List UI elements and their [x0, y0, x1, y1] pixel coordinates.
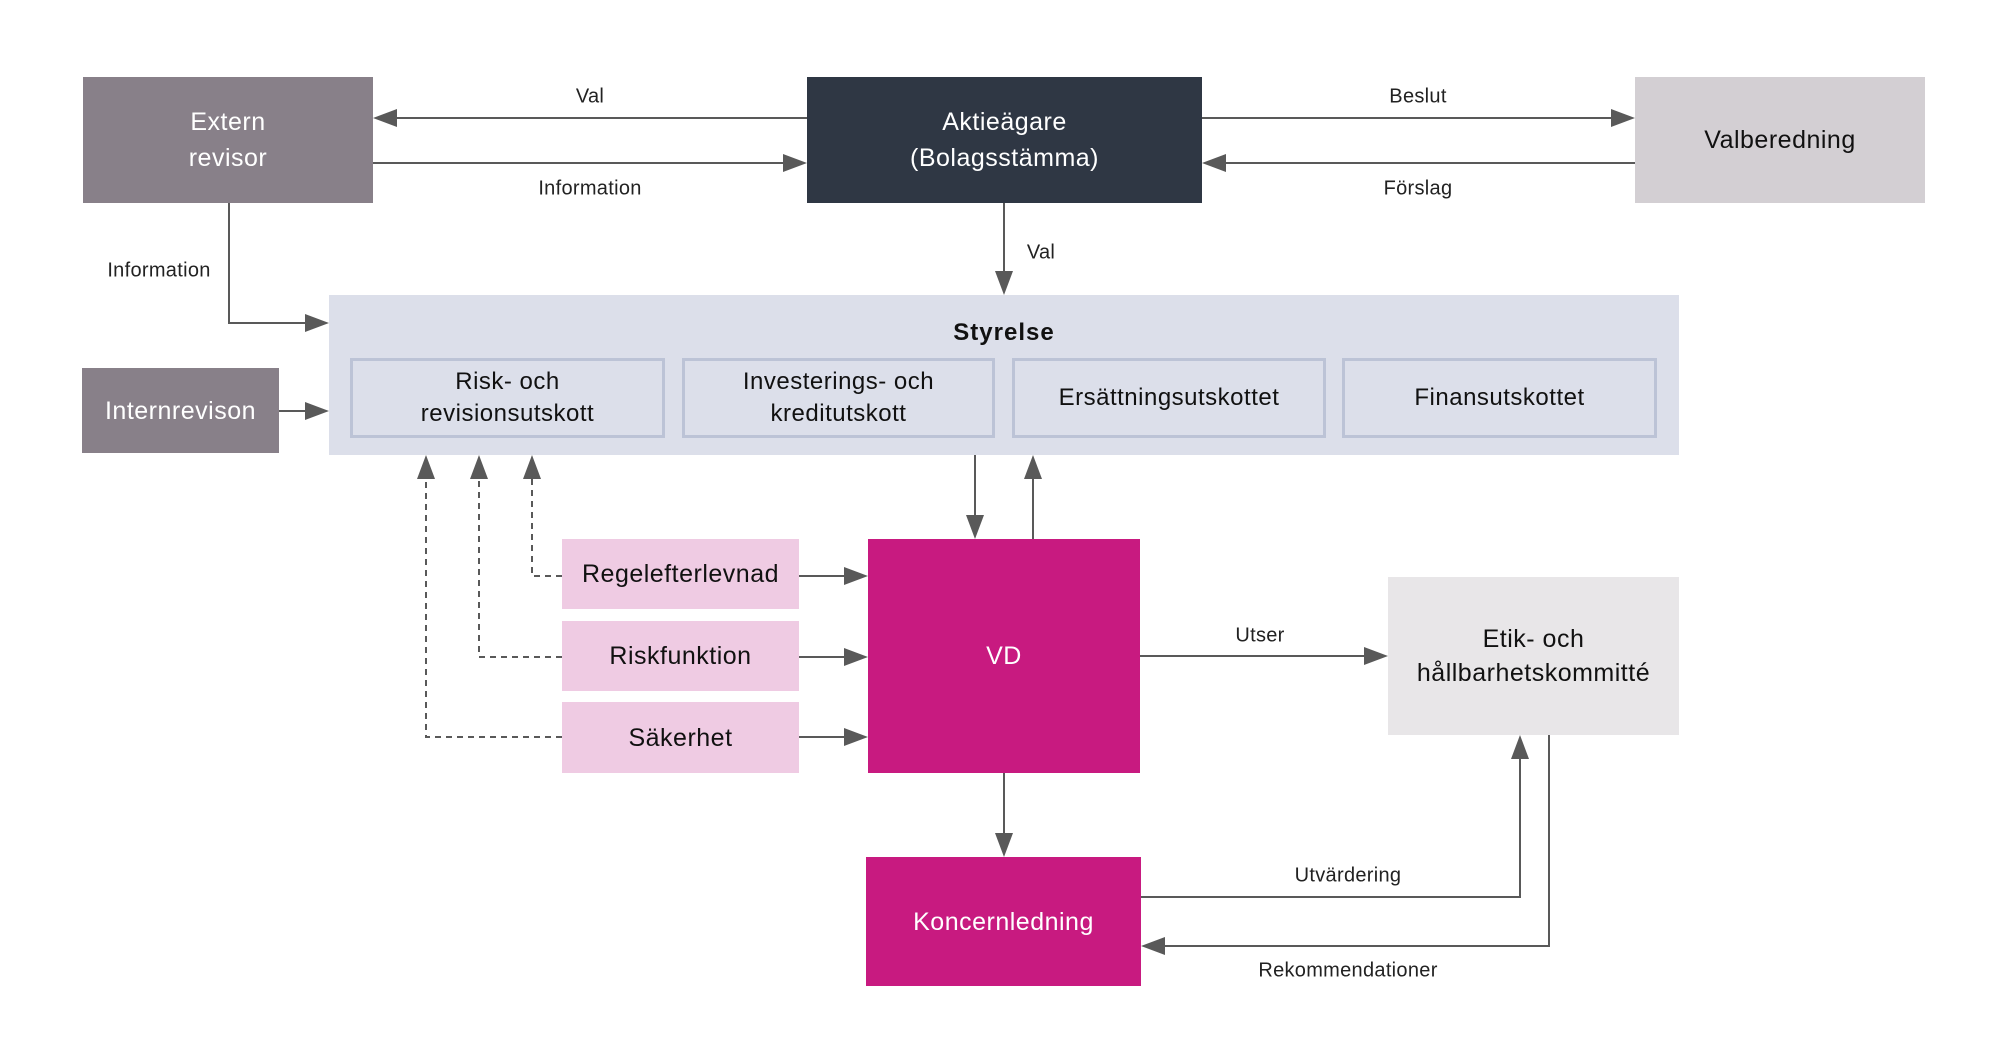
sakerhet-box: Säkerhet: [562, 702, 799, 773]
extern-revisor-box: Extern revisor: [83, 77, 373, 203]
etik-hallbarhet-label: Etik- och hållbarhetskommitté: [1416, 625, 1651, 687]
edge-rekommendationer: [1163, 735, 1550, 947]
edge-label-val-down: Val: [1026, 241, 1056, 264]
koncernledning-label: Koncernledning: [913, 907, 1094, 936]
arrowhead-up: [470, 455, 488, 479]
arrowhead-right: [305, 314, 329, 332]
arrowhead-right: [783, 154, 807, 172]
committee-label: Risk- och revisionsutskott: [420, 368, 595, 427]
edge-info-to-styrelse: [228, 203, 307, 324]
arrowhead-down: [995, 833, 1013, 857]
committee-finans: Finansutskottet: [1342, 358, 1657, 438]
aktieagare-box: Aktieägare (Bolagsstämma): [807, 77, 1202, 203]
edge-label-rekommendationer: Rekommendationer: [1258, 959, 1438, 982]
sakerhet-label: Säkerhet: [628, 723, 733, 752]
edge-label-information-left: Information: [107, 259, 211, 282]
edge-risk-to-risk-committee: [478, 477, 562, 658]
etik-hallbarhet-box: Etik- och hållbarhetskommitté: [1388, 577, 1679, 735]
koncernledning-box: Koncernledning: [866, 857, 1141, 986]
arrowhead-down: [995, 271, 1013, 295]
arrowhead-right: [844, 728, 868, 746]
edge-label-val-top: Val: [575, 85, 605, 108]
arrowhead-left: [373, 109, 397, 127]
committee-risk-revision: Risk- och revisionsutskott: [350, 358, 665, 438]
arrowhead-up: [1024, 455, 1042, 479]
arrowhead-right: [844, 567, 868, 585]
edge-utvardering: [1141, 757, 1521, 898]
internrevison-label: Internrevison: [104, 396, 257, 425]
regelefterlevnad-label: Regelefterlevnad: [581, 560, 779, 588]
arrowhead-down: [966, 515, 984, 539]
arrowhead-up: [1511, 735, 1529, 759]
vd-label: VD: [986, 642, 1022, 670]
edge-regel-to-risk-committee: [531, 477, 562, 577]
committee-label: Investerings- och kreditutskott: [742, 368, 935, 427]
riskfunktion-label: Riskfunktion: [609, 642, 752, 670]
arrowhead-up: [417, 455, 435, 479]
arrowhead-right: [305, 402, 329, 420]
internrevison-box: Internrevison: [82, 368, 279, 453]
vd-box: VD: [868, 539, 1140, 773]
arrowhead-up: [523, 455, 541, 479]
edge-label-beslut: Beslut: [1389, 85, 1447, 108]
committee-investering-kredit: Investerings- och kreditutskott: [682, 358, 995, 438]
extern-revisor-label: Extern revisor: [188, 108, 268, 172]
arrowhead-right: [1364, 647, 1388, 665]
arrowhead-left: [1202, 154, 1226, 172]
edge-label-forslag: Förslag: [1383, 177, 1453, 200]
edge-label-utser: Utser: [1235, 624, 1285, 647]
riskfunktion-box: Riskfunktion: [562, 621, 799, 691]
edge-label-utvardering: Utvärdering: [1294, 864, 1402, 887]
styrelse-title: Styrelse: [953, 319, 1055, 346]
arrowhead-right: [844, 648, 868, 666]
committee-label: Ersättningsutskottet: [1058, 384, 1280, 411]
committee-ersattning: Ersättningsutskottet: [1012, 358, 1326, 438]
valberedning-box: Valberedning: [1635, 77, 1925, 203]
regelefterlevnad-box: Regelefterlevnad: [562, 539, 799, 609]
committee-label: Finansutskottet: [1414, 384, 1585, 411]
arrowhead-right: [1611, 109, 1635, 127]
arrowhead-left: [1141, 937, 1165, 955]
aktieagare-label: Aktieägare (Bolagsstämma): [910, 108, 1099, 172]
valberedning-label: Valberedning: [1704, 126, 1856, 154]
edge-label-information-top: Information: [538, 177, 642, 200]
edge-sak-to-risk-committee: [425, 477, 562, 738]
